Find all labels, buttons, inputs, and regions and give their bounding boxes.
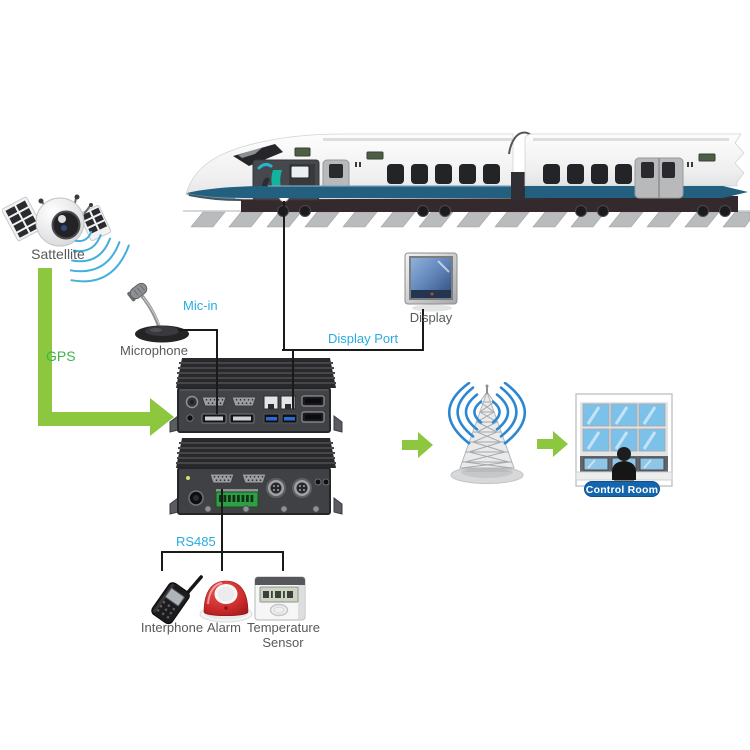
db9-serial-ports: [209, 473, 267, 484]
tower-lattice: [461, 391, 513, 469]
interphone-icon: [151, 575, 203, 625]
wireless-tower-icon: [447, 382, 527, 484]
temperature-sensor-icon: [254, 576, 306, 621]
embedded-computer-1-icon: [169, 358, 343, 433]
flat-ports: [201, 413, 255, 424]
audio-jack-icon: [186, 414, 194, 422]
train-door-pair-icon: [634, 157, 684, 199]
green-arrow-icon: [402, 432, 433, 458]
control-room-badge: Control Room: [584, 481, 660, 497]
solar-panel-left-icon: [2, 196, 43, 242]
display-icon: [404, 252, 458, 312]
rs485-label: RS485: [176, 534, 216, 549]
rs485-terminal-block-icon: [215, 489, 259, 508]
usb3-ports: [263, 413, 298, 424]
led-indicator-icon: [186, 476, 190, 480]
alarm-icon: [199, 580, 253, 623]
radio-waves-icon: [447, 382, 527, 445]
monitor-wall-windows: [582, 403, 666, 452]
interphone-label: Interphone: [140, 620, 204, 635]
displayport-ports: [301, 395, 325, 423]
control-room-icon: [575, 393, 673, 492]
embedded-computer-2-icon: [169, 438, 343, 515]
windshield-icon: [233, 144, 283, 166]
microphone-label: Microphone: [120, 343, 188, 358]
panel-screws: [204, 505, 320, 513]
operator-body: [612, 461, 636, 480]
gps-arrow: [38, 268, 174, 436]
train-icon: [183, 131, 750, 228]
ethernet-ports: [263, 395, 296, 410]
display-label: Display: [409, 310, 453, 325]
temperature-sensor-label: Temperature Sensor: [247, 620, 320, 650]
alarm-label: Alarm: [207, 620, 241, 635]
mic-in-label: Mic-in: [183, 298, 218, 313]
green-arrow-icon: [537, 431, 568, 457]
operator-head: [617, 447, 631, 461]
satellite-waves-icon: [70, 230, 130, 283]
gps-label: GPS: [46, 348, 76, 364]
track-icon: [183, 210, 750, 228]
m12-connectors: [266, 478, 312, 498]
microphone-icon: [127, 282, 189, 343]
train-windows: [387, 164, 500, 184]
satellite-label: Sattellite: [31, 246, 85, 262]
display-port-label: Display Port: [328, 331, 399, 346]
satellite-icon: [2, 194, 112, 247]
